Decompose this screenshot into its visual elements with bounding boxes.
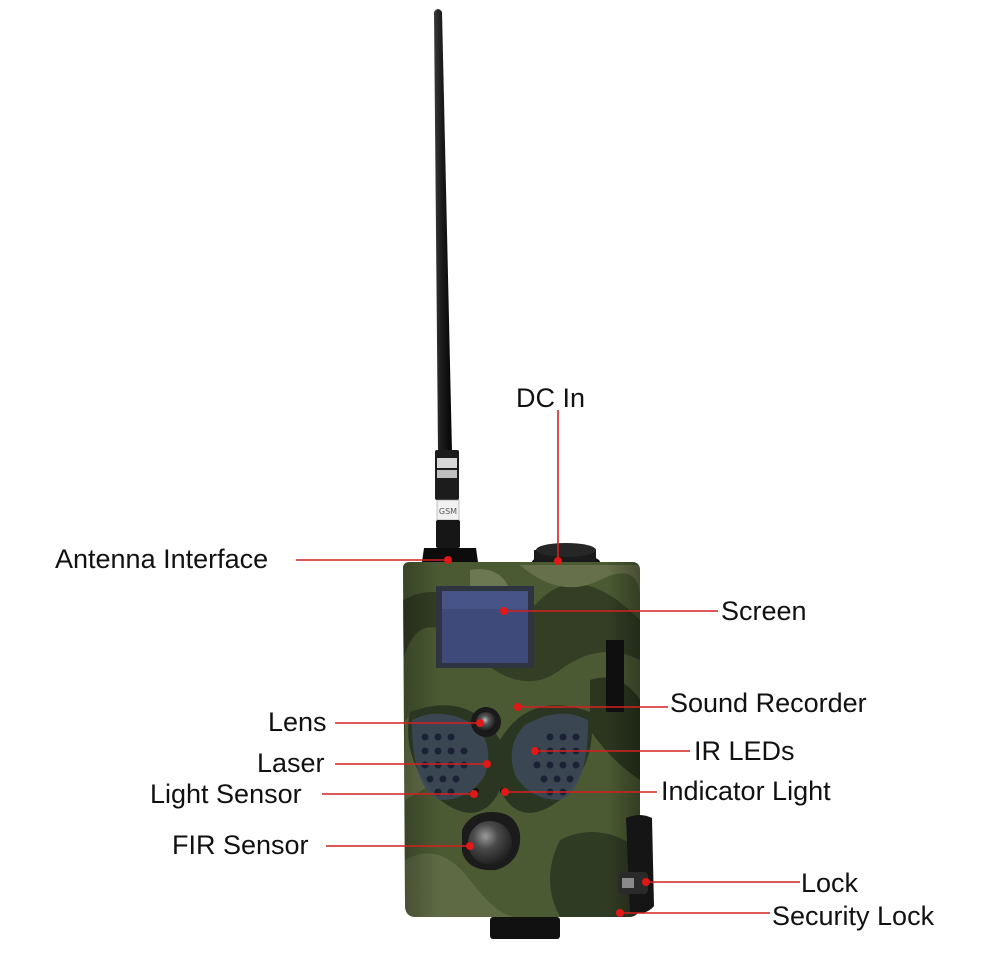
label-antenna-interface: Antenna Interface <box>55 544 269 574</box>
antenna-interface-connector <box>422 548 478 562</box>
label-indicator-light: Indicator Light <box>661 776 831 806</box>
label-dc-in: DC In <box>516 383 586 413</box>
label-lens: Lens <box>268 707 327 737</box>
camera-body <box>403 562 654 939</box>
antenna: GSM <box>422 9 478 562</box>
lock-latch <box>618 815 654 914</box>
label-screen: Screen <box>721 596 807 626</box>
tripod-mount <box>490 917 560 939</box>
leader-lines <box>296 410 800 914</box>
side-slot <box>606 640 624 712</box>
label-ir-leds: IR LEDs <box>694 736 795 766</box>
label-fir-sensor: FIR Sensor <box>172 830 309 860</box>
label-security-lock: Security Lock <box>772 901 935 931</box>
leader-dots <box>444 556 650 917</box>
label-light-sensor: Light Sensor <box>150 779 302 809</box>
antenna-band-text: GSM <box>439 507 457 516</box>
label-laser: Laser <box>257 748 325 778</box>
label-sound-recorder: Sound Recorder <box>670 688 867 718</box>
label-lock: Lock <box>801 868 859 898</box>
screen <box>442 591 528 663</box>
